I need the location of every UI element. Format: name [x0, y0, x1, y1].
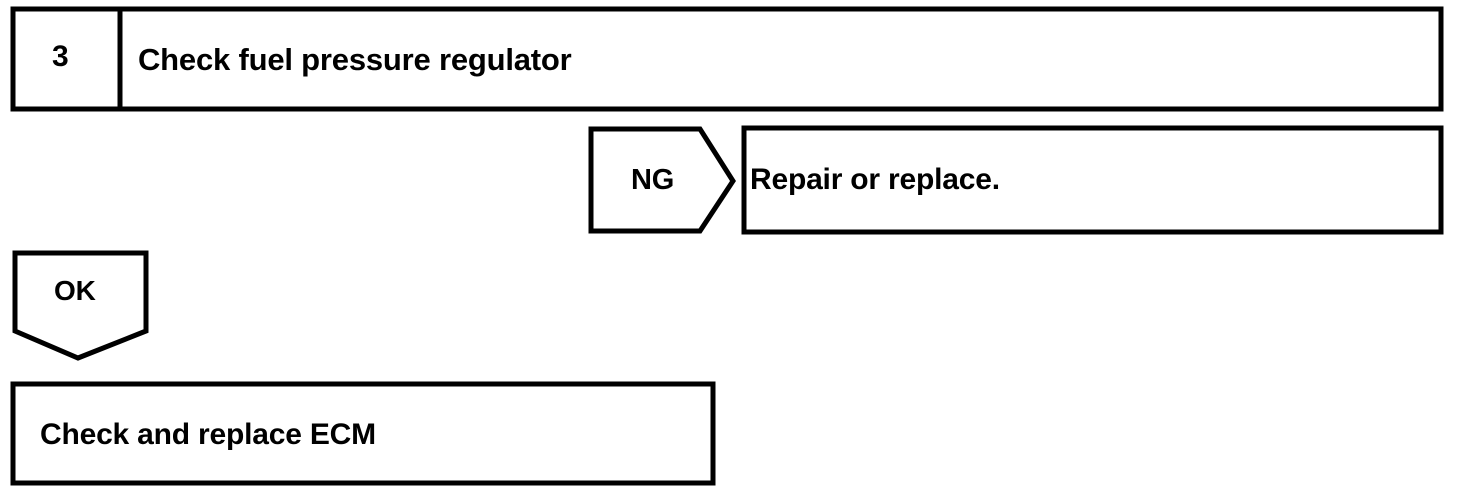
ok-branch-label: OK — [54, 275, 96, 306]
ng-outcome-box[interactable] — [741, 125, 1444, 235]
final-action-box[interactable] — [10, 381, 716, 486]
step-number: 3 — [52, 40, 69, 73]
final-action-text: Check and replace ECM — [40, 418, 376, 451]
ng-outcome-text: Repair or replace. — [750, 163, 1000, 196]
step-title: Check fuel pressure regulator — [138, 42, 572, 77]
ok-arrow-shape[interactable] — [12, 250, 149, 361]
step-box[interactable] — [10, 6, 1444, 112]
ng-branch-label: NG — [631, 164, 675, 196]
ng-arrow-shape[interactable] — [588, 126, 736, 234]
